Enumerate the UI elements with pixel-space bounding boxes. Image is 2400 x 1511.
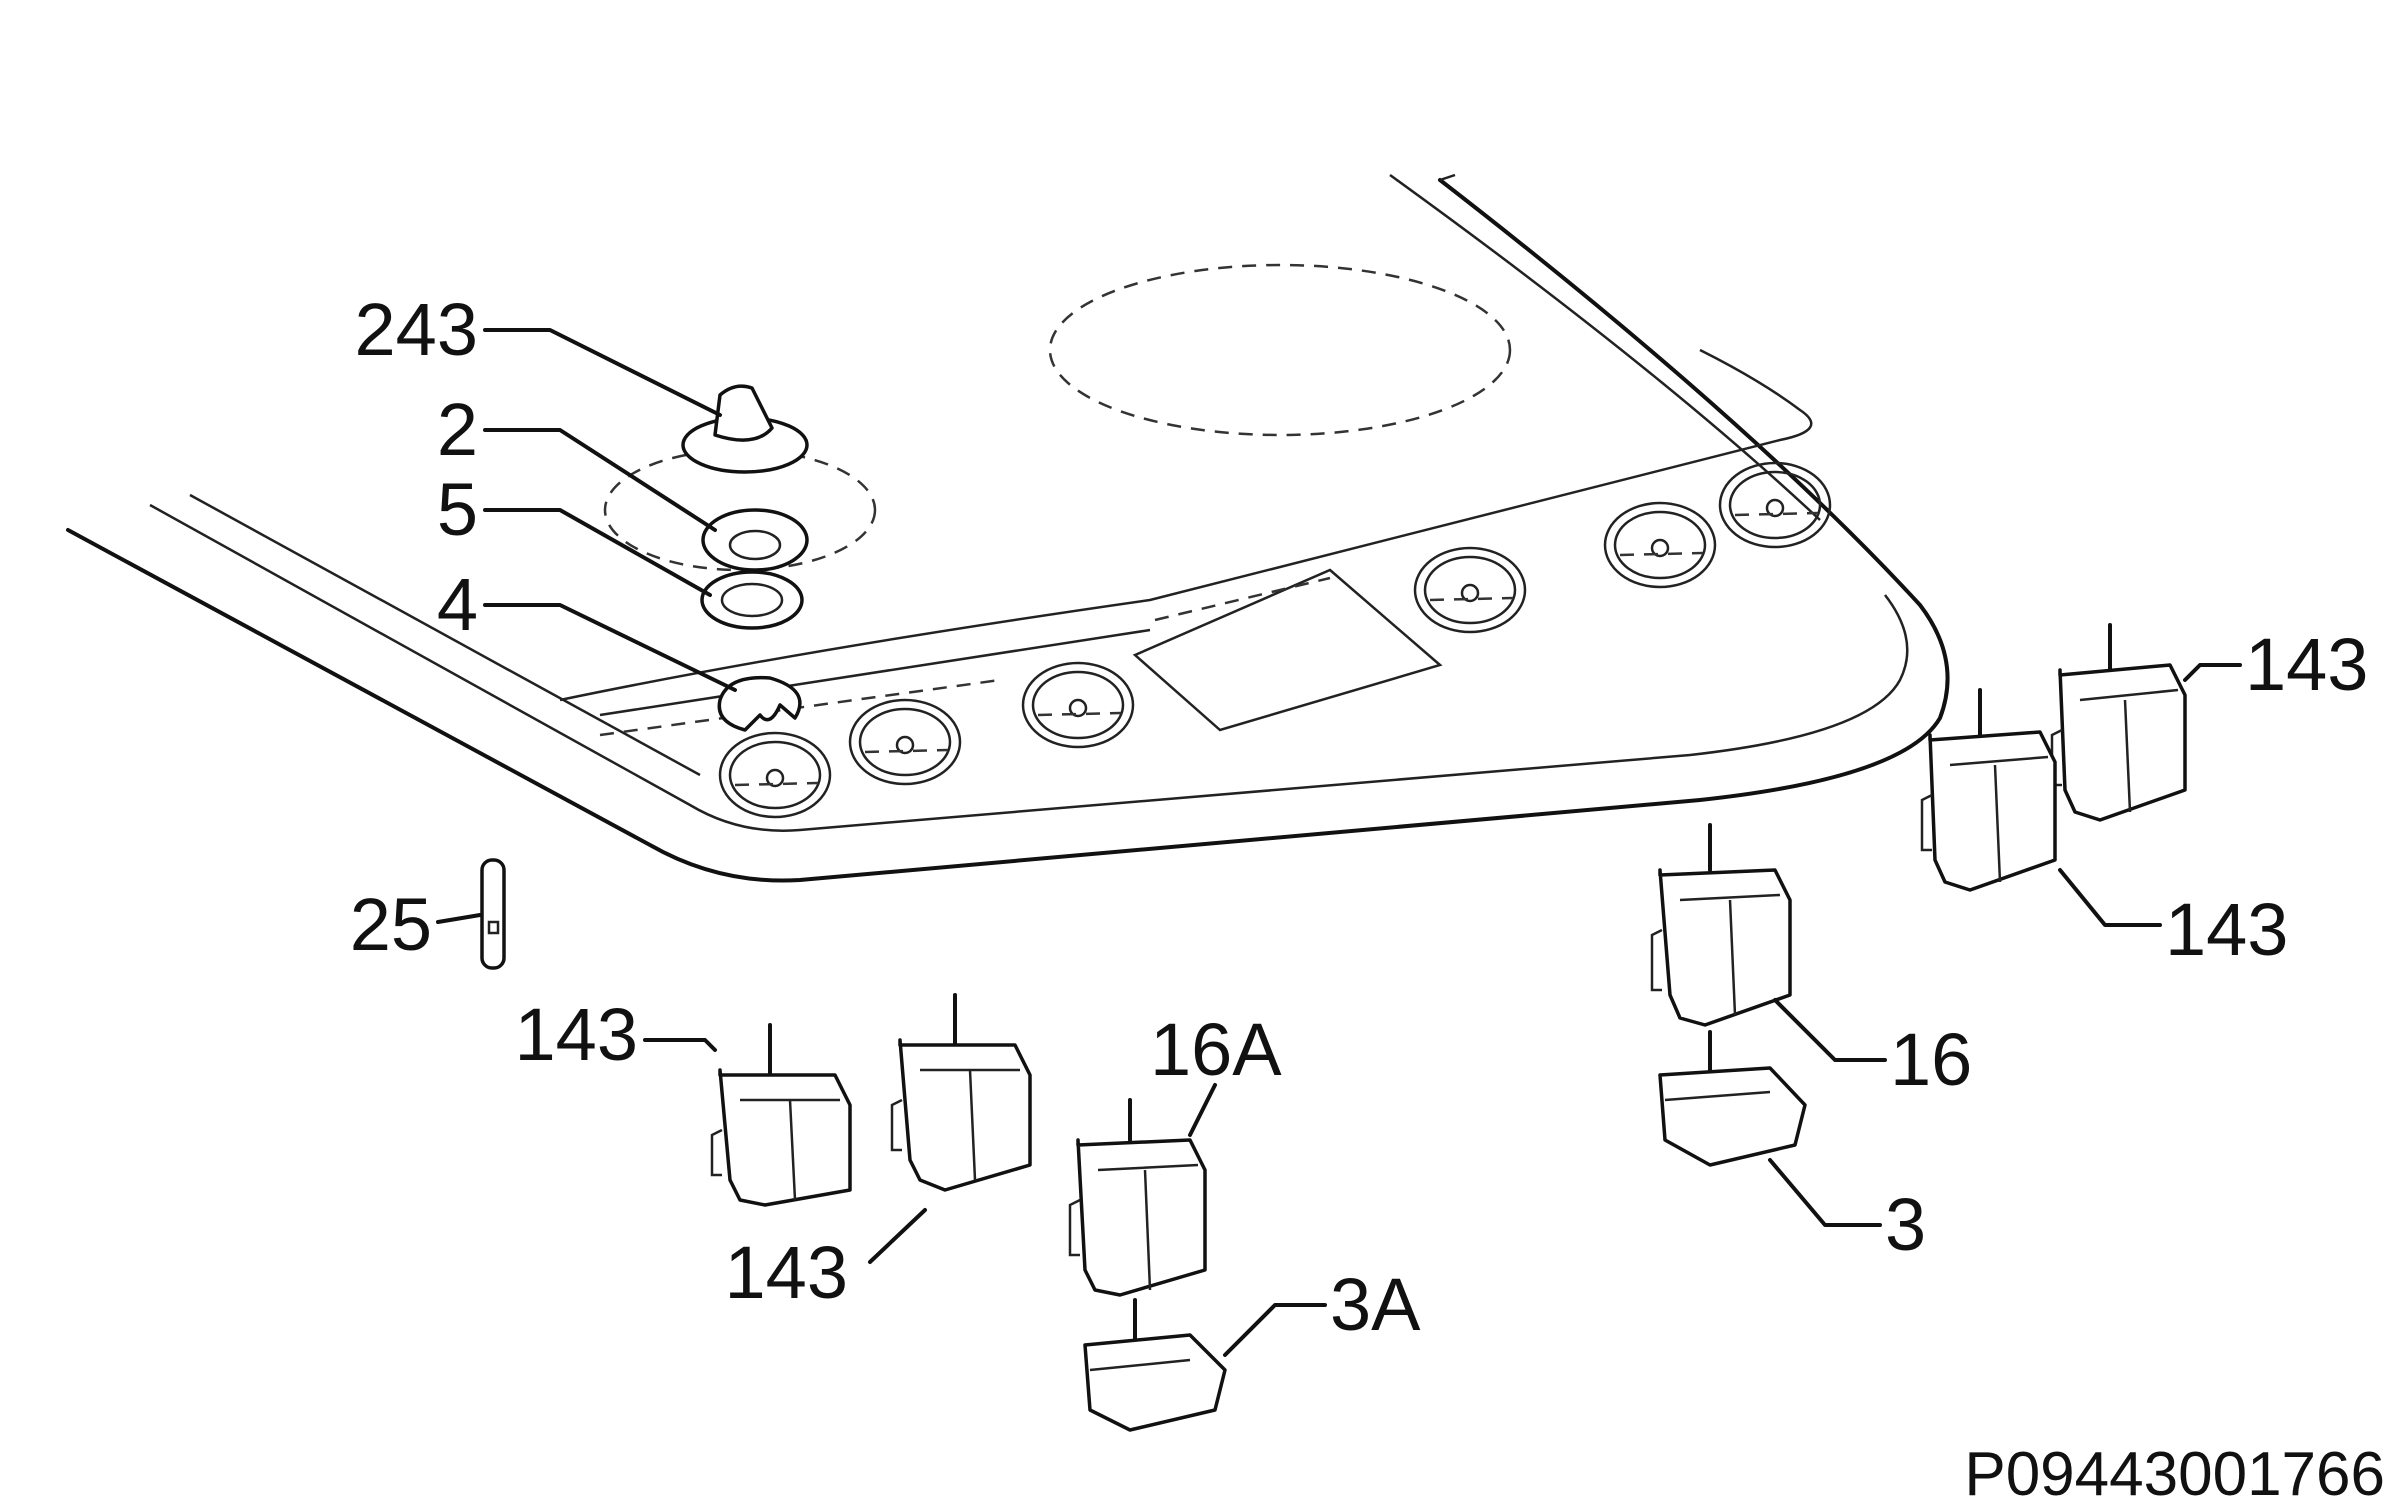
callout-3a: 3A <box>1330 1263 1421 1346</box>
callout-3: 3 <box>1885 1183 1926 1266</box>
knob-hole-1 <box>718 731 832 819</box>
switch-16 <box>1650 823 1792 1027</box>
knob-hole-5 <box>1603 501 1717 589</box>
knob-243 <box>681 384 809 474</box>
knob-hole-3 <box>1021 661 1135 749</box>
switch-left-bottom <box>890 993 1032 1192</box>
ring-2 <box>701 508 809 572</box>
callout-143-right-top: 143 <box>2245 623 2368 706</box>
pin-25 <box>480 858 506 970</box>
knob-hole-4 <box>1413 546 1527 634</box>
callout-16a: 16A <box>1150 1008 1282 1091</box>
washer-5 <box>700 570 804 630</box>
base-3a <box>1083 1298 1227 1432</box>
knob-assembly <box>681 384 809 732</box>
callout-243: 243 <box>355 288 478 371</box>
callout-5: 5 <box>437 468 478 551</box>
callout-25: 25 <box>350 883 432 966</box>
callout-143-left-bottom: 143 <box>725 1231 848 1314</box>
callout-2: 2 <box>437 388 478 471</box>
knob-holes <box>718 461 1832 819</box>
callout-143-right-bottom: 143 <box>2165 888 2288 971</box>
knob-hole-6 <box>1718 461 1832 549</box>
callout-labels: 243 2 5 4 25 143 143 16A 3A 16 3 143 143 <box>350 288 2369 1346</box>
callout-143-left-top: 143 <box>515 993 638 1076</box>
control-panel-housing <box>66 173 1950 883</box>
callout-4: 4 <box>437 563 478 646</box>
leader-lines <box>436 328 2242 1357</box>
callout-16: 16 <box>1890 1018 1972 1101</box>
switch-right-bottom <box>1920 688 2057 892</box>
switch-right-top <box>2050 623 2187 822</box>
switch-16a <box>1068 1098 1207 1297</box>
base-3 <box>1658 1030 1807 1167</box>
spring-4 <box>717 675 802 732</box>
drawing-number: P09443001766 <box>1964 1440 2385 1509</box>
switch-left-top <box>710 1023 852 1207</box>
knob-hole-2 <box>848 698 962 786</box>
